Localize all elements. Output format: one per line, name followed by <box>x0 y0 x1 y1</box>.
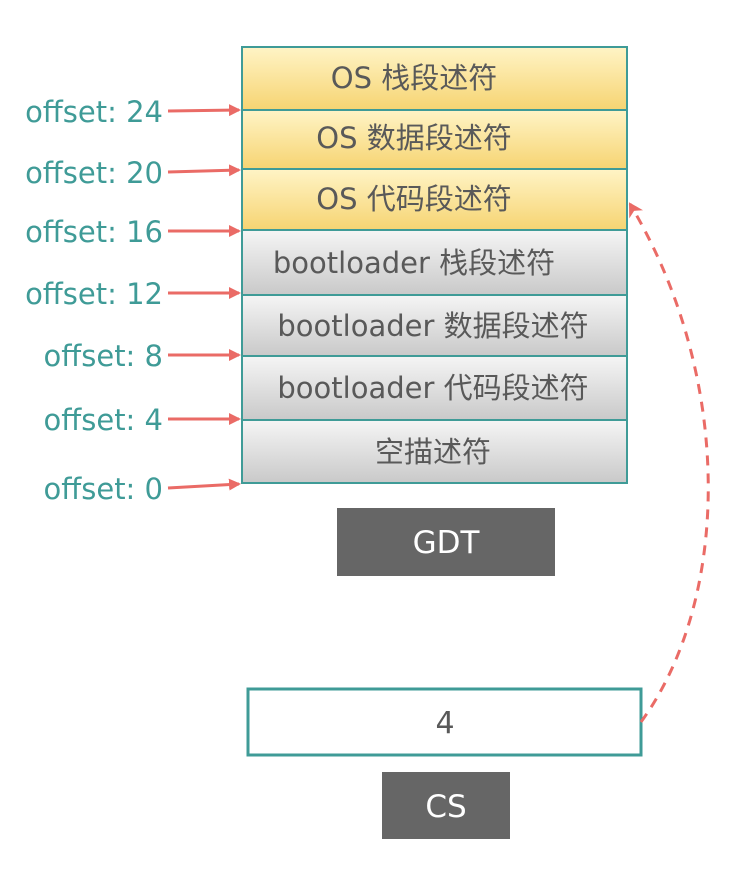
cs-label-box: CS <box>382 772 510 839</box>
cs-pointer-arrow <box>628 202 710 723</box>
cs-register: 4 <box>246 687 643 757</box>
gdt-entry-boot-data: bootloader 数据段述符 <box>241 294 628 357</box>
offset-label: offset: 0 <box>44 472 163 506</box>
offset-label: offset: 24 <box>25 95 163 129</box>
gdt-entry-label: bootloader 栈段述符 <box>273 246 555 280</box>
gdt-entry-boot-stack: bootloader 栈段述符 <box>241 229 628 296</box>
gdt-entry-label: OS 栈段述符 <box>331 61 497 95</box>
offset-arrows <box>167 104 241 491</box>
offset-arrow <box>167 478 241 491</box>
gdt-entry-boot-code: bootloader 代码段述符 <box>241 355 628 421</box>
offset-label: offset: 8 <box>44 339 163 373</box>
offset-label: offset: 12 <box>25 277 163 311</box>
gdt-entry-label: OS 代码段述符 <box>316 182 511 216</box>
cs-label: CS <box>425 789 466 825</box>
gdt-entry-os-stack: OS 栈段述符 <box>241 46 628 111</box>
offset-arrow <box>167 104 241 117</box>
offset-arrow <box>167 164 241 177</box>
offset-label: offset: 20 <box>25 156 163 190</box>
offset-labels: offset: 24 offset: 20 offset: 16 offset:… <box>25 95 163 506</box>
gdt-entry-null: 空描述符 <box>241 419 628 484</box>
gdt-entry-os-code: OS 代码段述符 <box>241 168 628 231</box>
gdt-table: OS 栈段述符 OS 数据段述符 OS 代码段述符 bootloader 栈段述… <box>241 46 628 484</box>
gdt-label: GDT <box>413 525 481 561</box>
gdt-label-box: GDT <box>337 508 555 576</box>
gdt-entry-label: bootloader 数据段述符 <box>277 309 588 343</box>
offset-label: offset: 16 <box>25 215 163 249</box>
gdt-entry-label: 空描述符 <box>375 435 491 469</box>
offset-label: offset: 4 <box>44 403 163 437</box>
gdt-entry-label: OS 数据段述符 <box>316 121 511 155</box>
cs-value: 4 <box>435 706 454 741</box>
gdt-entry-os-data: OS 数据段述符 <box>241 109 628 170</box>
gdt-entry-label: bootloader 代码段述符 <box>277 371 588 405</box>
